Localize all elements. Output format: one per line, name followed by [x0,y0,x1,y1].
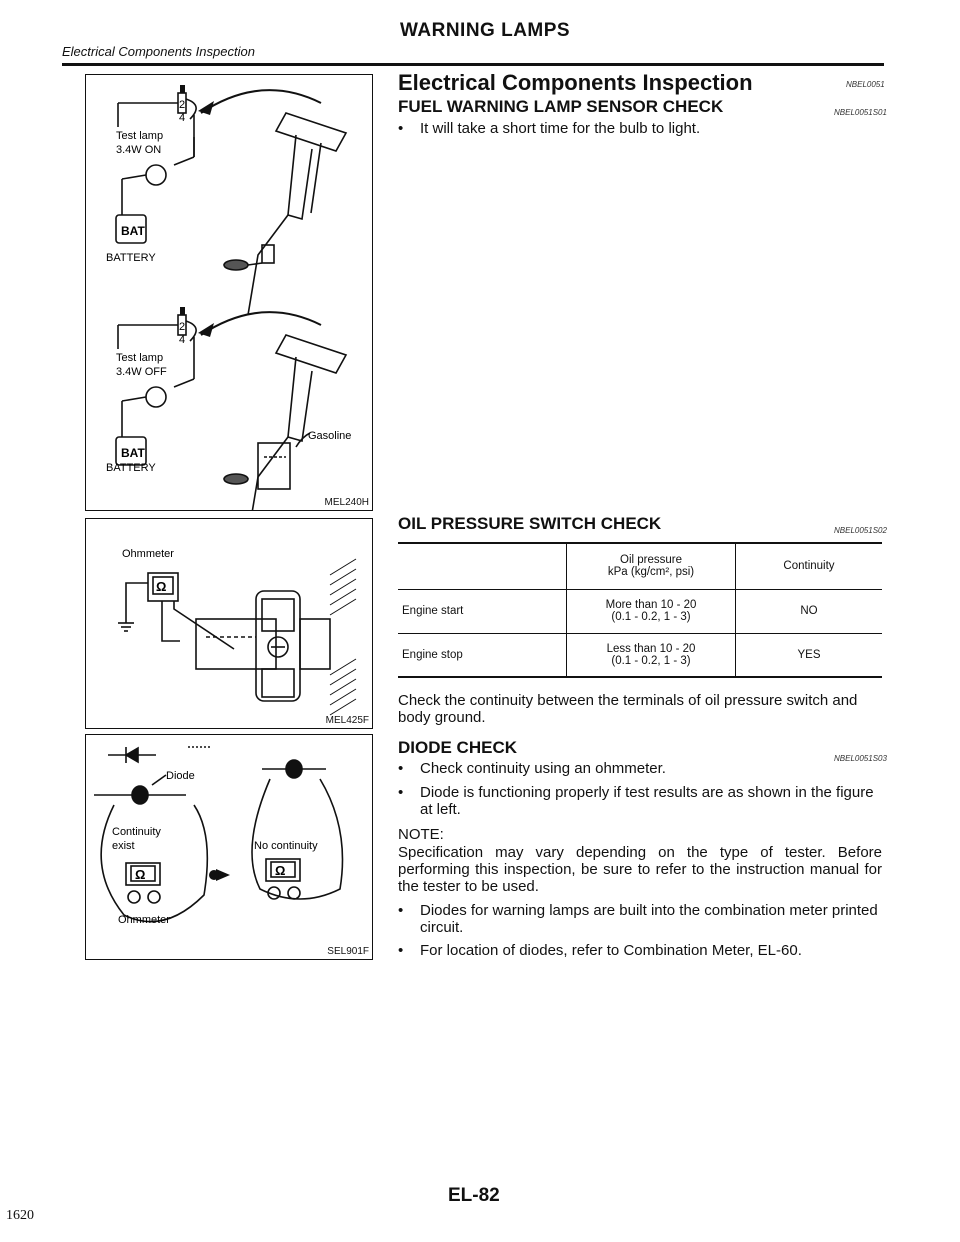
ohm-symbol-left: Ω [135,867,145,882]
diode-bullet: •Diodes for warning lamps are built into… [398,902,878,936]
bullet-dot: • [398,120,404,137]
oil-pressure-table: Oil pressure kPa (kg/cm², psi) Continuit… [398,542,882,678]
header-rule [62,63,884,66]
table-header-row: Oil pressure kPa (kg/cm², psi) Continuit… [398,543,882,589]
terminal-2-label: 2 [179,99,185,111]
row-pressure: More than 10 - 20 (0.1 - 0.2, 1 - 3) [566,589,736,633]
row-pressure: Less than 10 - 20 (0.1 - 0.2, 1 - 3) [566,633,736,677]
no-continuity-label: No continuity [254,840,318,852]
figure-fuel-sensor: 2 4 Test lamp 3.4W ON BAT BATTERY [85,74,373,538]
row-label: Engine stop [402,648,463,661]
fuel-bullet: •It will take a short time for the bulb … [398,120,701,137]
fuel-check-title: FUEL WARNING LAMP SENSOR CHECK [398,97,724,116]
diode-check-title: DIODE CHECK [398,738,518,757]
diode-label: Diode [166,770,195,782]
terminal-4-label-bottom: 4 [179,334,185,346]
continuity-exist-label: Continuity [112,826,161,838]
battery-label-bottom: BATTERY [106,462,156,474]
table-row: Engine stop Less than 10 - 20 (0.1 - 0.2… [398,633,882,677]
fuel-check-code: NBEL0051S01 [834,108,887,117]
note-text: Specification may vary depending on the … [398,844,882,895]
oil-check-code: NBEL0051S02 [834,526,887,535]
row-continuity: NO [800,605,818,617]
terminal-4-label: 4 [179,112,185,124]
oil-check-note: Check the continuity between the termina… [398,692,858,726]
diode-check-diagram: Diode Continuity exist No continuity Ohm… [94,746,344,926]
diode-check-code: NBEL0051S03 [834,754,887,763]
test-lamp-label: Test lamp [116,130,163,142]
section-code: NBEL0051 [846,80,885,89]
page-title: WARNING LAMPS [400,20,571,41]
lamp-rating-label: 3.4W ON [116,144,161,156]
figure-id: MEL425F [325,715,369,726]
figure-id: SEL901F [327,946,369,957]
battery-box-label: BAT [121,224,145,238]
fuel-sensor-diagram: 2 4 Test lamp 3.4W ON BAT BATTERY [106,85,351,538]
test-lamp-label-bottom: Test lamp [116,352,163,364]
gasoline-label: Gasoline [308,430,351,442]
terminal-2-label-bottom: 2 [179,321,185,333]
battery-label: BATTERY [106,252,156,264]
lamp-rating-label-bottom: 3.4W OFF [116,366,167,378]
oil-check-title: OIL PRESSURE SWITCH CHECK [398,514,662,533]
diode-bullet: •Check continuity using an ohmmeter. [398,760,666,777]
header-cell-pressure: Oil pressure kPa (kg/cm², psi) [566,543,736,589]
ohmmeter-label: Ohmmeter [118,914,170,926]
ohmmeter-label: Ohmmeter [122,548,174,560]
figure-oil-pressure-switch: Ohmmeter [85,518,373,729]
header-cell-continuity: Continuity [783,560,835,573]
note-label: NOTE: [398,826,444,843]
oil-switch-diagram: Ohmmeter [118,548,357,716]
table-row: Engine start More than 10 - 20 (0.1 - 0.… [398,589,882,633]
row-continuity: YES [797,648,821,661]
figure-diode-check: Diode Continuity exist No continuity Ohm… [85,734,373,960]
page-number: EL-82 [448,1185,500,1206]
diode-bullet: •For location of diodes, refer to Combin… [398,942,802,959]
continuity-exist-label-2: exist [112,840,135,852]
ohm-symbol-right: Ω [275,863,285,878]
ohm-symbol: Ω [156,579,166,594]
battery-box-label-bottom: BAT [121,446,145,460]
section-title: Electrical Components Inspection [398,70,753,95]
sheet-number: 1620 [6,1208,34,1223]
diode-bullet: •Diode is functioning properly if test r… [398,784,874,818]
figure-id: MEL240H [324,497,369,508]
row-label: Engine start [402,605,464,617]
running-header-section: Electrical Components Inspection [62,44,255,59]
header-cell-empty [398,543,567,589]
